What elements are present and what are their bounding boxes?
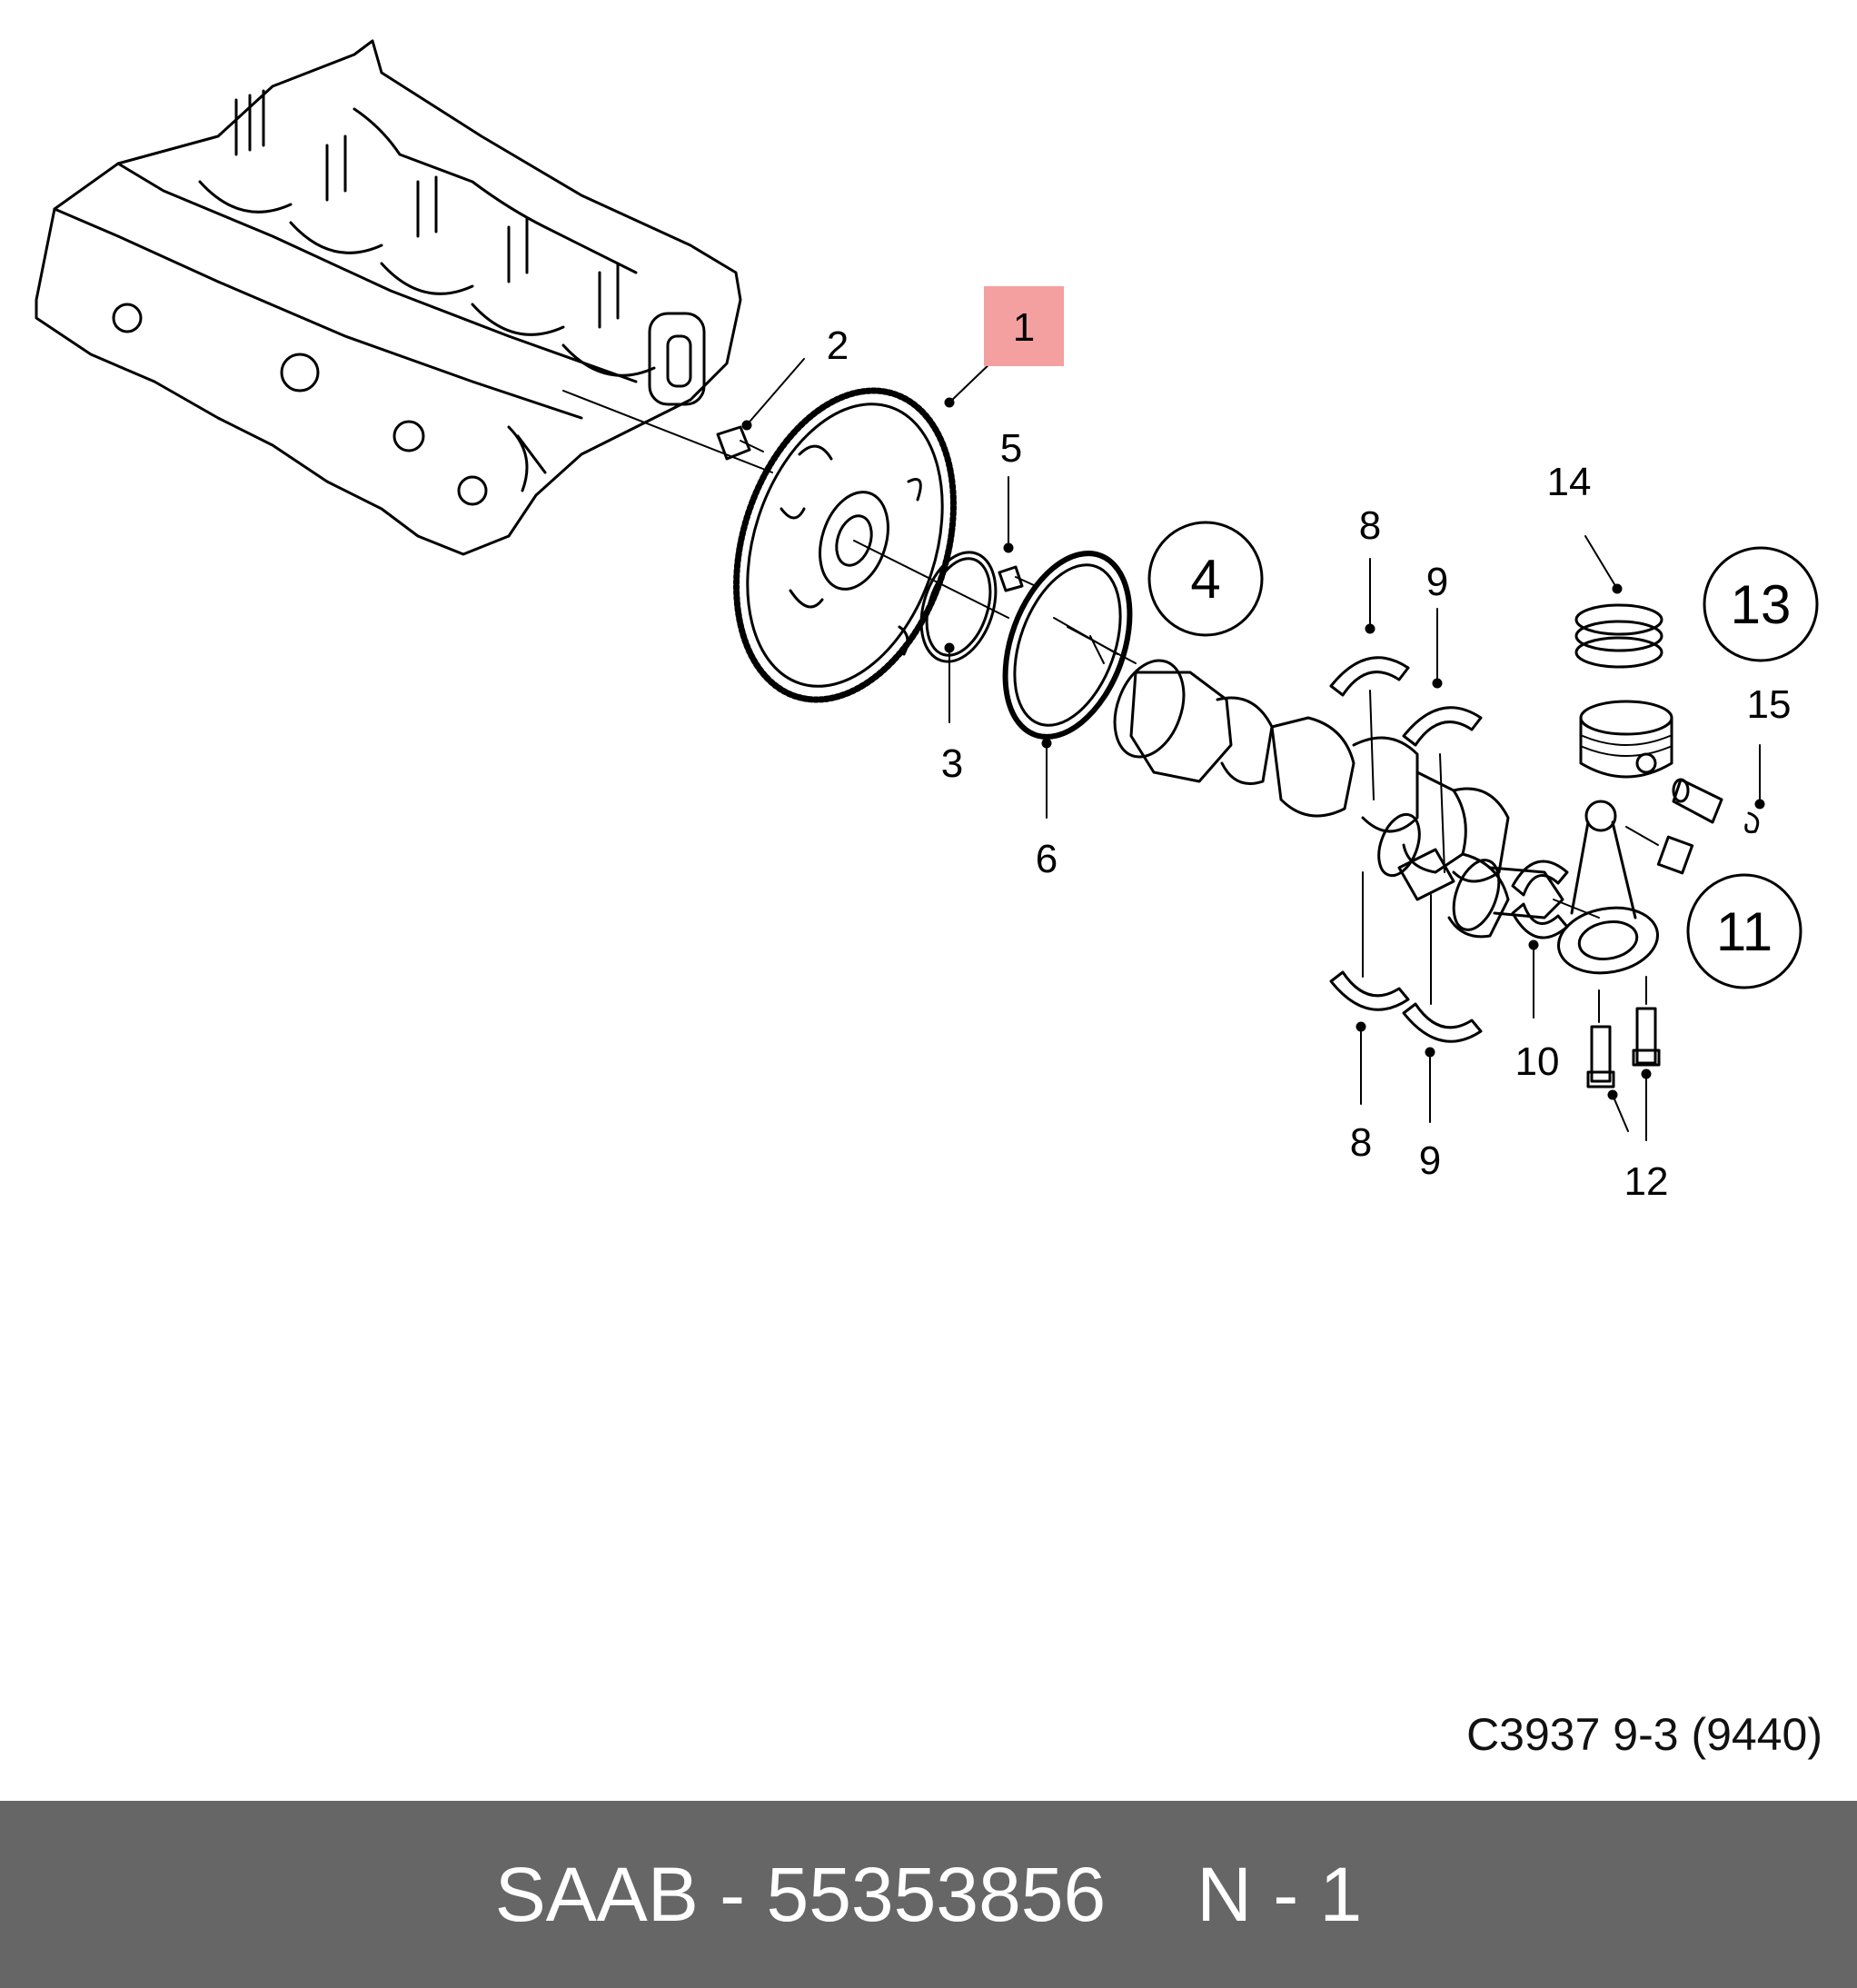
part-number: SAAB - 55353856 [494, 1851, 1107, 1937]
part-4-crankshaft [1113, 659, 1564, 939]
callout-4-circle [1147, 521, 1264, 637]
callout-9-label-lower: 9 [1419, 1138, 1441, 1183]
part-footer-bar: SAAB - 55353856 N - 1 [0, 1801, 1857, 1988]
callout-1-label: 1 [1013, 305, 1035, 350]
callout-13-label: 13 [1731, 574, 1792, 635]
part-9-thrust-bearing-lower [1402, 894, 1483, 1123]
part-3-seal-ring [919, 551, 998, 723]
part-13-piston [1579, 700, 1673, 779]
callout-5-label: 5 [1000, 426, 1022, 471]
part-1-flexplate [733, 358, 1009, 703]
exploded-view-diagram: 1 2 3 4 5 6 8 8 9 9 10 11 12 13 14 15 [35, 39, 1819, 1204]
callout-2-label: 2 [827, 323, 849, 368]
part-6-seal-housing [1002, 551, 1137, 819]
callout-4-label: 4 [1190, 549, 1220, 610]
callout-12-label: 12 [1624, 1159, 1669, 1204]
callout-13-circle [1703, 546, 1819, 662]
part-5-bolt [998, 476, 1037, 592]
callout-11-label: 11 [1716, 901, 1773, 962]
diagram-reference-code: C3937 9-3 (9440) [1466, 1709, 1822, 1760]
part-15-piston-pin-and-clip [1672, 744, 1765, 834]
callout-11-circle [1686, 873, 1802, 989]
callout-9-label-upper: 9 [1426, 560, 1448, 604]
part-9-thrust-bearing-upper [1402, 608, 1483, 873]
callout-8-label-lower: 8 [1350, 1120, 1372, 1165]
callout-1-highlight [984, 286, 1064, 366]
callout-8-label-upper: 8 [1359, 503, 1381, 548]
callout-6-label: 6 [1036, 837, 1058, 881]
callout-15-label: 15 [1747, 682, 1792, 727]
part-2-bolt [716, 358, 805, 461]
callout-14-label: 14 [1547, 460, 1592, 504]
part-8-main-bearing-upper [1329, 558, 1410, 800]
part-12-conrod-bolts [1586, 976, 1661, 1141]
part-10-conrod-bearing [1511, 860, 1600, 1019]
part-14-piston-rings [1574, 535, 1663, 669]
part-11-connecting-rod [1556, 800, 1694, 975]
engine-block [35, 39, 773, 556]
part-8-main-bearing-lower [1329, 871, 1410, 1105]
part-quantity: N - 1 [1197, 1851, 1363, 1937]
callout-10-label: 10 [1515, 1039, 1560, 1084]
callout-3-label: 3 [941, 741, 963, 786]
